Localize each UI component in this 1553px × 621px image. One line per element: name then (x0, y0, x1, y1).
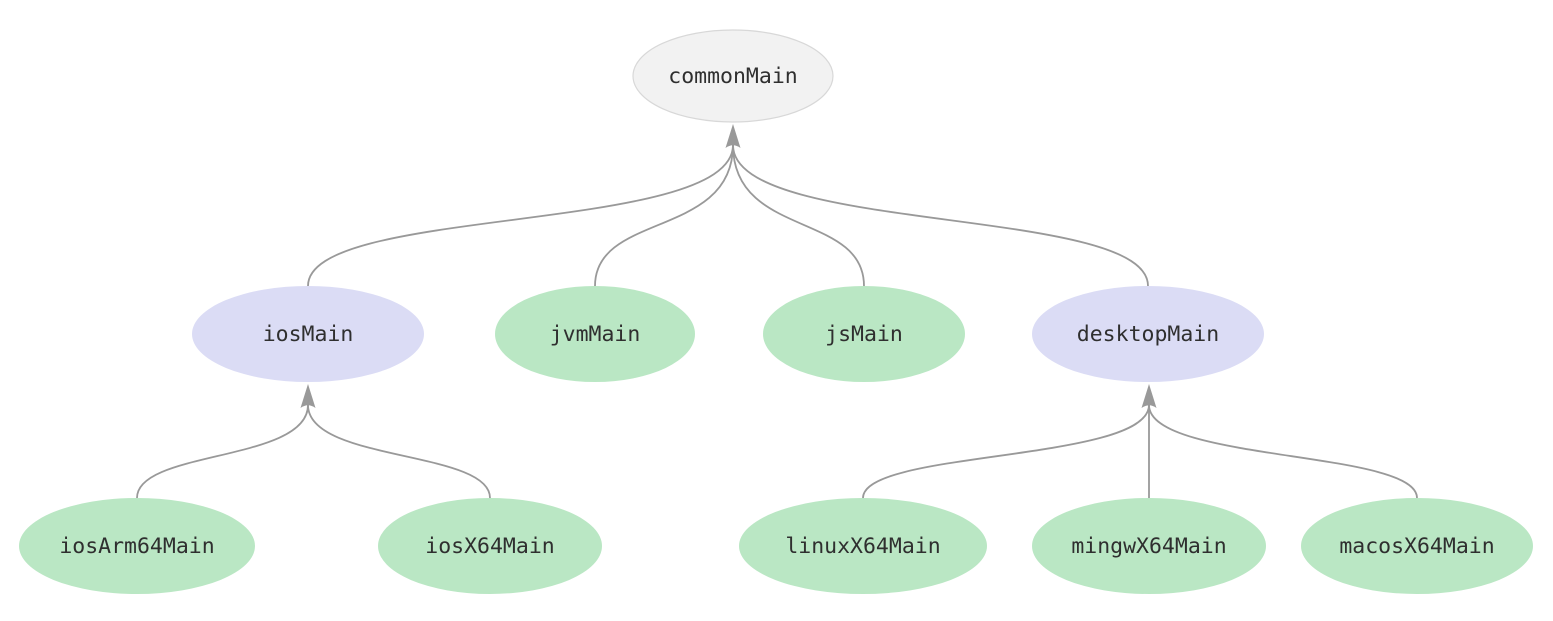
node-commonMain: commonMain (632, 29, 834, 123)
node-iosMain-label: iosMain (263, 322, 354, 347)
edge-iosX64Main-to-iosMain (307, 404, 491, 499)
edge-jvmMain-to-commonMain (594, 144, 734, 287)
node-iosX64Main-ellipse (378, 498, 602, 594)
node-mingwX64Main-label: mingwX64Main (1071, 534, 1226, 559)
arrowhead-into-iosMain-icon (300, 384, 316, 408)
node-jvmMain-ellipse (495, 286, 695, 382)
node-desktopMain: desktopMain (1032, 286, 1264, 382)
node-iosMain: iosMain (192, 286, 424, 382)
node-jvmMain-label: jvmMain (550, 322, 641, 347)
node-linuxX64Main-label: linuxX64Main (785, 534, 940, 559)
node-iosArm64Main-ellipse (19, 498, 255, 594)
node-macosX64Main-label: macosX64Main (1339, 534, 1494, 559)
node-linuxX64Main-ellipse (739, 498, 987, 594)
arrowhead-group (300, 124, 1157, 408)
edge-group (136, 144, 1418, 499)
node-macosX64Main-ellipse (1301, 498, 1533, 594)
node-commonMain-ellipse (632, 29, 834, 123)
node-jsMain-label: jsMain (825, 322, 903, 347)
edge-desktopMain-to-commonMain (732, 144, 1149, 287)
edge-iosArm64Main-to-iosMain (136, 404, 309, 499)
node-iosArm64Main-label: iosArm64Main (59, 534, 214, 559)
arrowhead-into-commonMain-icon (725, 124, 741, 148)
arrowhead-into-desktopMain-icon (1141, 384, 1157, 408)
node-commonMain-label: commonMain (668, 64, 797, 89)
node-desktopMain-ellipse (1032, 286, 1264, 382)
node-iosX64Main-label: iosX64Main (425, 534, 554, 559)
node-jsMain-ellipse (763, 286, 965, 382)
node-iosX64Main: iosX64Main (378, 498, 602, 594)
edge-linuxX64Main-to-desktopMain (862, 404, 1150, 499)
edge-iosMain-to-commonMain (307, 144, 734, 287)
node-iosArm64Main: iosArm64Main (19, 498, 255, 594)
node-jvmMain: jvmMain (495, 286, 695, 382)
node-mingwX64Main-ellipse (1032, 498, 1266, 594)
node-iosMain-ellipse (192, 286, 424, 382)
node-macosX64Main: macosX64Main (1301, 498, 1533, 594)
node-desktopMain-label: desktopMain (1077, 322, 1219, 347)
edge-macosX64Main-to-desktopMain (1148, 404, 1418, 499)
edge-jsMain-to-commonMain (732, 144, 865, 287)
node-mingwX64Main: mingwX64Main (1032, 498, 1266, 594)
node-jsMain: jsMain (763, 286, 965, 382)
node-linuxX64Main: linuxX64Main (739, 498, 987, 594)
